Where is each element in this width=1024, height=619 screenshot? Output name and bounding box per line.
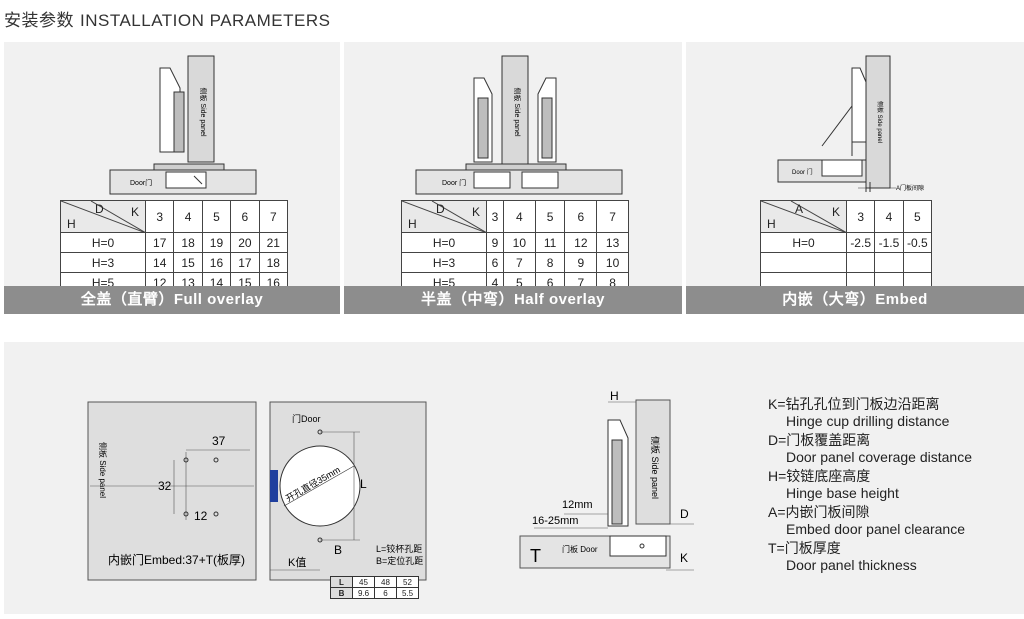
door-text: Door 门 (442, 178, 466, 187)
k-header: 7 (258, 200, 289, 233)
k-header: 5 (902, 200, 933, 233)
legend-b-text: B=定位孔距 (376, 555, 423, 566)
table-header-corner: A K H (760, 200, 847, 233)
table-row: B 9.6 6 5.5 (330, 587, 419, 599)
k-header: 4 (173, 200, 203, 233)
table-header-corner: D K H (401, 200, 487, 233)
half-overlay-drawing: 侧板 Side panel Door 门 (415, 55, 623, 195)
table-row: H=3 14 15 16 17 18 (60, 252, 289, 273)
k-header: 3 (144, 200, 175, 233)
door-text: Door门 (130, 178, 152, 187)
k-header: 6 (230, 200, 260, 233)
half-overlay-panel: 侧板 Side panel Door 门 D K H 3 4 5 6 7 H=0… (344, 42, 682, 314)
side-panel-text: 侧板 Side panel (199, 87, 208, 136)
dim-12mm: 12mm (562, 499, 593, 511)
gap-text: A门板间隙 (896, 184, 924, 192)
k-header: 5 (201, 200, 232, 233)
legend-l-text: L=铰杯孔距 (376, 543, 422, 554)
table-row: L 45 48 52 (330, 576, 419, 588)
k-value-text: K值 (288, 556, 306, 569)
drilling-diagram-panel: 侧板 Side panel 37 32 12 内嵌门Embed:37+T(板厚)… (4, 342, 1024, 614)
table-row: H=3 6 7 8 9 10 (401, 252, 629, 273)
door-text: 门板 Door (562, 544, 598, 554)
table-row (760, 252, 933, 273)
dim-t: T (530, 546, 541, 566)
k-header: 4 (502, 200, 536, 233)
embed-table: A K H 3 4 5 H=0 -2.5 -1.5 -0.5 (760, 200, 933, 293)
full-overlay-drawing: 侧板 Side panel Door门 (109, 55, 257, 195)
full-overlay-caption: 全盖（直臂）Full overlay (4, 286, 340, 314)
door-text: Door 门 (792, 168, 813, 176)
full-overlay-panel: 侧板 Side panel Door门 D K H 3 4 5 6 7 H=0 … (4, 42, 340, 314)
drilling-diagram: 侧板 Side panel 37 32 12 内嵌门Embed:37+T(板厚)… (87, 389, 694, 581)
k-header: 5 (534, 200, 566, 233)
door-edge-marker (270, 470, 278, 502)
dim-12: 12 (194, 509, 208, 523)
dim-b: B (334, 543, 342, 557)
side-panel-text: 侧板 Side panel (876, 101, 884, 143)
dim-37: 37 (212, 434, 226, 448)
half-overlay-caption: 半盖（中弯）Half overlay (344, 286, 682, 314)
dim-16-25mm: 16-25mm (532, 515, 578, 527)
k-header: 6 (564, 200, 598, 233)
k-header: 3 (486, 200, 504, 233)
table-header-corner: D K H (60, 200, 146, 233)
l-b-table: L 45 48 52 B 9.6 6 5.5 (330, 576, 419, 599)
dim-h: H (610, 389, 619, 403)
full-overlay-table: D K H 3 4 5 6 7 H=0 17 18 19 20 21 H=3 1… (60, 200, 289, 293)
embed-drawing: 侧板 Side panel Door 门 A门板间隙 (777, 55, 924, 192)
dim-32: 32 (158, 479, 172, 493)
side-panel-text: 侧板 Side panel (98, 442, 108, 498)
embed-note: 内嵌门Embed:37+T(板厚) (108, 552, 245, 567)
title-en: INSTALLATION PARAMETERS (80, 11, 331, 30)
side-panel-text: 侧板 Side panel (650, 436, 661, 499)
table-row: H=0 -2.5 -1.5 -0.5 (760, 232, 933, 253)
title-cn: 安装参数 (4, 11, 74, 30)
dim-k: K (680, 551, 688, 565)
embed-caption: 内嵌（大弯）Embed (686, 286, 1024, 314)
k-header: 4 (874, 200, 904, 233)
dim-l: L (360, 477, 367, 491)
table-row: H=0 17 18 19 20 21 (60, 232, 289, 253)
dim-d: D (680, 507, 689, 521)
k-header: 3 (845, 200, 876, 233)
page-title: 安装参数 INSTALLATION PARAMETERS (4, 6, 331, 31)
side-panel-text: 侧板 Side panel (513, 87, 522, 136)
k-header: 7 (596, 200, 629, 233)
half-overlay-table: D K H 3 4 5 6 7 H=0 9 10 11 12 13 H=3 6 … (401, 200, 629, 293)
embed-panel: 侧板 Side panel Door 门 A门板间隙 A K H 3 4 5 H… (686, 42, 1024, 314)
table-row: H=0 9 10 11 12 13 (401, 232, 629, 253)
door-text: 门Door (292, 413, 321, 424)
